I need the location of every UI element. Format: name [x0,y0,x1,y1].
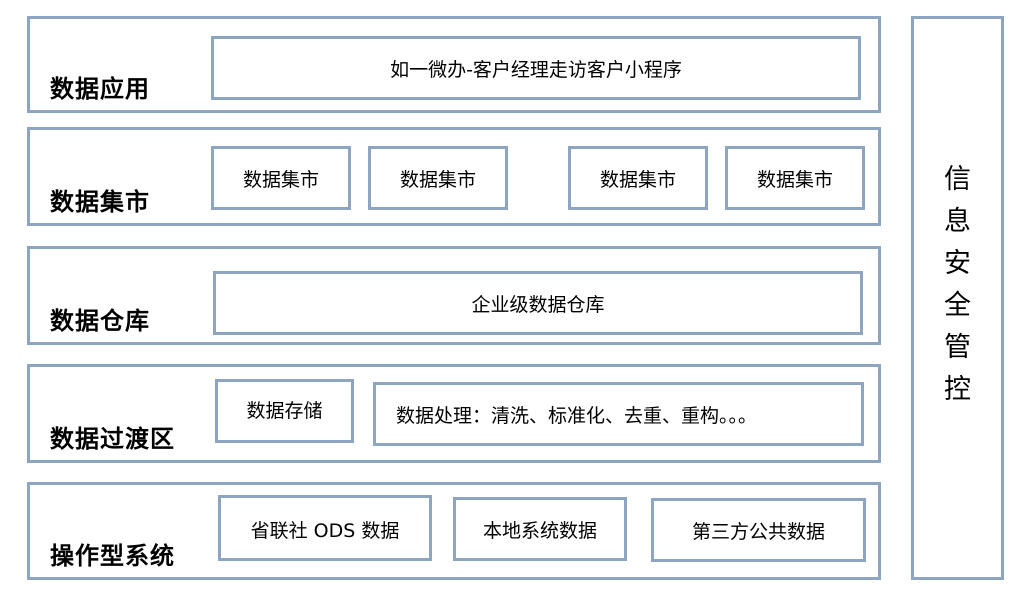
operational-box-third-party: 第三方公共数据 [651,498,866,562]
layer-label: 数据过渡区 [50,425,175,453]
layer-data-staging: 数据过渡区 [27,364,881,463]
application-box-mini-program: 如一微办-客户经理走访客户小程序 [211,36,861,100]
mart-box-3: 数据集市 [568,146,708,210]
staging-box-processing: 数据处理：清洗、标准化、去重、重构。。。 [373,382,864,446]
layer-data-application: 数据应用 [27,16,881,113]
mart-box-4: 数据集市 [725,146,865,210]
mart-box-2: 数据集市 [368,146,508,210]
layer-data-warehouse: 数据仓库 [27,246,881,345]
layer-label: 数据仓库 [50,307,150,335]
mart-box-1: 数据集市 [211,146,351,210]
security-panel-title: 信息安全管控 [944,164,971,405]
staging-box-storage: 数据存储 [215,379,354,443]
operational-box-local: 本地系统数据 [453,497,627,561]
warehouse-box-enterprise: 企业级数据仓库 [213,271,863,335]
layer-label: 数据应用 [50,75,150,103]
layer-label: 操作型系统 [50,542,175,570]
layer-operational-system: 操作型系统 [27,482,881,580]
layer-data-mart: 数据集市 [27,127,881,226]
security-side-panel: 信息安全管控 [911,16,1004,580]
operational-box-ods: 省联社 ODS 数据 [218,495,432,561]
layer-label: 数据集市 [50,188,150,216]
